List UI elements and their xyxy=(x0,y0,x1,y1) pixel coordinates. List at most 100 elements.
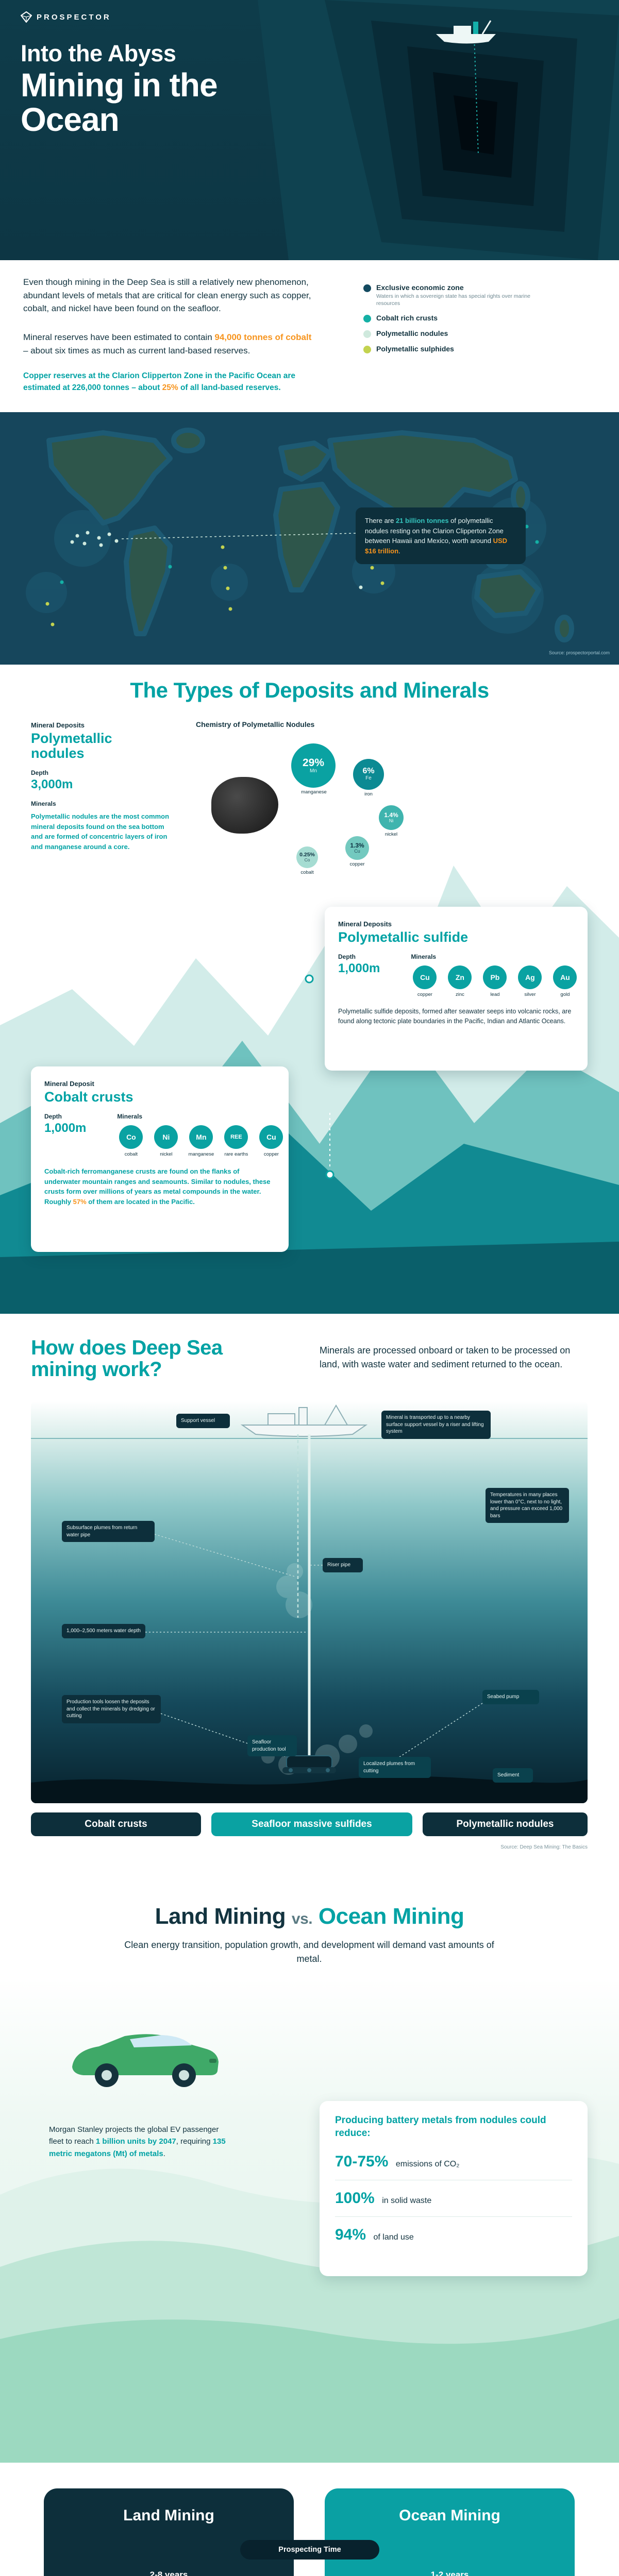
legend-item-nodules: Polymetallic nodules xyxy=(363,329,590,338)
brand-logo: PROSPECTOR xyxy=(21,11,111,23)
legend-crusts-label: Cobalt rich crusts xyxy=(376,314,438,323)
morgan-metals-highlight: 135 metric megatons (Mt) of metals xyxy=(49,2137,226,2158)
ship-icon xyxy=(436,20,496,44)
callout-pre: There are xyxy=(365,517,396,524)
mineral-mn-name: manganese xyxy=(188,1151,214,1158)
mineral-ree-symbol: REE xyxy=(224,1125,248,1149)
bar-cobalt-crusts: Cobalt crusts xyxy=(31,1812,201,1836)
battery-waste-value: 100% xyxy=(335,2190,375,2207)
hero-section: PROSPECTOR Into the Abyss Mining in the … xyxy=(0,0,619,260)
label-subsurface-plumes: Subsurface plumes from return water pipe xyxy=(62,1521,155,1542)
battery-waste-label: in solid waste xyxy=(382,2196,432,2206)
eez-swatch-icon xyxy=(363,284,371,292)
land-panel-header: Land Mining xyxy=(123,2507,214,2524)
label-support-vessel: Support vessel xyxy=(176,1414,230,1428)
how-intro: Minerals are processed onboard or taken … xyxy=(320,1345,571,1369)
abyss-illustration xyxy=(258,0,619,260)
sulfide-kicker: Mineral Deposits xyxy=(338,920,392,928)
label-localized-plumes: Localized plumes from cutting xyxy=(359,1757,431,1778)
crusts-depth-value: 1,000m xyxy=(44,1121,87,1136)
nodules-dot-icon xyxy=(363,330,371,338)
intro-paragraph-3: Copper reserves at the Clarion Clipperto… xyxy=(23,370,317,394)
sulphides-dot-icon xyxy=(363,346,371,354)
legend-item-sulphides: Polymetallic sulphides xyxy=(363,345,590,354)
morgan-pre: Morgan Stanley projects the global EV pa… xyxy=(49,2125,219,2146)
intro-p3-post: of all land-based reserves. xyxy=(178,383,281,393)
crusts-kicker: Mineral Deposit xyxy=(44,1080,94,1088)
mineral-ag-name: silver xyxy=(524,992,536,998)
bubble-co: 0.25% Co xyxy=(296,846,318,868)
battery-item-waste: 100% in solid waste xyxy=(335,2190,572,2217)
legend-nodules-label: Polymetallic nodules xyxy=(376,329,448,338)
intro-p3-pre: Copper reserves at the Clarion Clipperto… xyxy=(23,371,296,393)
battery-land-label: of land use xyxy=(373,2233,414,2242)
land-prospecting-time: 2-8 years xyxy=(149,2570,188,2576)
diagram-art xyxy=(31,1404,588,1803)
bubble-ni-symbol: Ni xyxy=(389,818,394,823)
label-riser-pipe: Riser pipe xyxy=(323,1558,363,1572)
copper-percent-highlight: 25% xyxy=(162,383,178,393)
how-heading: How does Deep Sea mining work? xyxy=(31,1336,223,1381)
legend-item-crusts: Cobalt rich crusts xyxy=(363,314,590,323)
versus-illustration-band: Morgan Stanley projects the global EV pa… xyxy=(0,1978,619,2463)
mineral-co-symbol: Co xyxy=(119,1125,143,1149)
label-seafloor-tool: Seafloor production tool xyxy=(247,1735,297,1756)
title-line2: Mining in the Ocean xyxy=(21,66,218,138)
label-production-tools: Production tools loosen the deposits and… xyxy=(62,1695,161,1723)
legend-eez-label: Exclusive economic zone xyxy=(376,283,464,292)
label-seabed-pump: Seabed pump xyxy=(482,1690,539,1704)
category-prospecting-time: Prospecting Time xyxy=(240,2540,379,2560)
versus-vs-label: vs. xyxy=(291,1910,313,1927)
mineral-co-name: cobalt xyxy=(124,1151,138,1158)
nodule-image xyxy=(211,777,278,834)
bar-polymetallic-nodules: Polymetallic nodules xyxy=(423,1812,588,1836)
sulphide-deposit-dots xyxy=(45,545,384,626)
deposits-heading: The Types of Deposits and Minerals xyxy=(130,678,489,702)
diagram-ship-icon xyxy=(240,1404,368,1437)
mineral-mn-symbol: Mn xyxy=(189,1125,213,1149)
seafloor-machine-icon xyxy=(282,1755,336,1773)
bubble-cu-value: 1.3% xyxy=(350,841,364,849)
versus-ocean-label: Ocean Mining xyxy=(318,1904,464,1929)
mineral-mn: Mn manganese xyxy=(187,1125,215,1157)
bubble-co-symbol: Co xyxy=(304,857,310,863)
mining-diagram: Support vessel Mineral is transported up… xyxy=(31,1401,588,1803)
morgan-post: . xyxy=(163,2149,165,2158)
crusts-card: Mineral Deposit Cobalt crusts Depth 1,00… xyxy=(31,1066,289,1252)
nodule-chemistry-chart: Chemistry of Polymetallic Nodules 29% Mn… xyxy=(196,720,433,901)
bubble-mn-name: manganese xyxy=(301,789,327,795)
bubble-cu: 1.3% Cu xyxy=(345,836,369,860)
mineral-pb-symbol: Pb xyxy=(483,965,507,990)
intro-p2-pre: Mineral reserves have been estimated to … xyxy=(23,332,215,342)
mineral-zn-name: zinc xyxy=(455,992,464,998)
bubble-fe-value: 6% xyxy=(362,767,375,776)
callout-post: . xyxy=(398,547,400,555)
world-map-section: There are 21 billion tonnes of polymetal… xyxy=(0,412,619,665)
bubble-ni-name: nickel xyxy=(384,832,398,837)
mineral-cu2-symbol: Cu xyxy=(259,1125,283,1149)
versus-land-label: Land Mining xyxy=(155,1904,286,1929)
nodules-kicker: Mineral Deposits xyxy=(31,721,85,729)
mineral-zn: Zn zinc xyxy=(446,965,474,997)
morgan-units-highlight: 1 billion units by 2047 xyxy=(95,2137,176,2146)
callout-leader-line xyxy=(119,533,356,539)
battery-land-value: 94% xyxy=(335,2226,366,2244)
mineral-ag-symbol: Ag xyxy=(518,965,542,990)
battery-co2-value: 70-75% xyxy=(335,2153,389,2171)
bubble-ni-value: 1.4% xyxy=(384,811,398,819)
mineral-zn-symbol: Zn xyxy=(448,965,472,990)
bubble-mn-symbol: Mn xyxy=(310,768,317,774)
bubble-co-value: 0.25% xyxy=(299,852,315,858)
label-mineral-transport: Mineral is transported up to a nearby su… xyxy=(381,1411,491,1439)
bubble-fe-symbol: Fe xyxy=(365,775,372,782)
mineral-ag: Ag silver xyxy=(516,965,544,997)
callout-mid: of polymetallic nodules resting on the C… xyxy=(365,517,504,545)
sulfide-description: Polymetallic sulfide deposits, formed af… xyxy=(338,1008,572,1025)
legend-eez-note: Waters in which a sovereign state has sp… xyxy=(376,293,530,307)
